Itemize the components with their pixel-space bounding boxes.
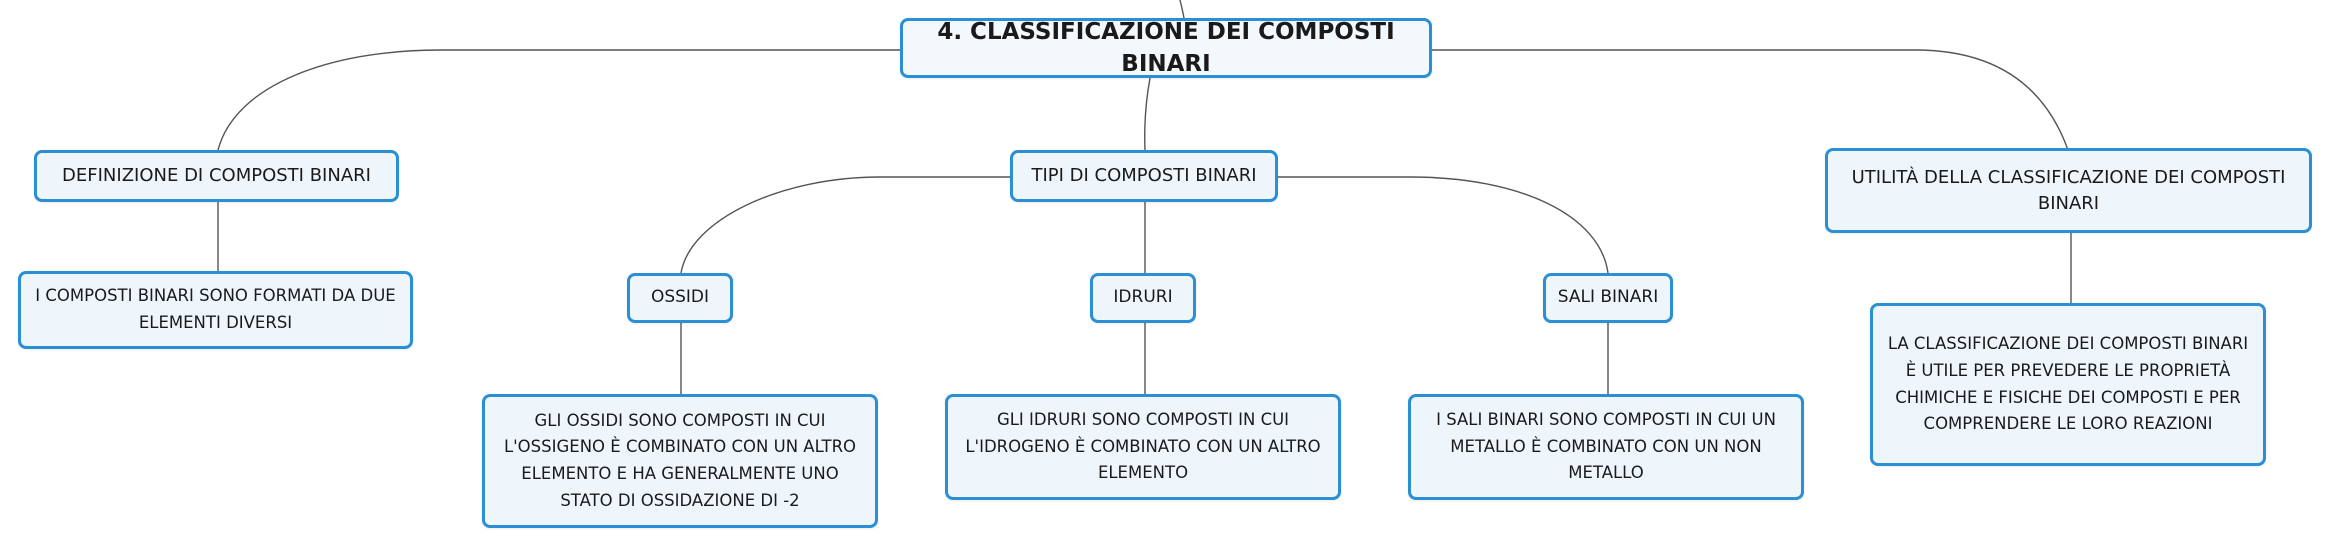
topic-definition-label: DEFINIZIONE DI COMPOSTI BINARI [62,165,371,187]
subtopic-hydrides[interactable]: IDRURI [1090,273,1196,323]
root-topic[interactable]: 4. CLASSIFICAZIONE DEI COMPOSTI BINARI [900,18,1432,78]
definition-text[interactable]: I COMPOSTI BINARI SONO FORMATI DA DUE EL… [18,271,413,349]
oxides-text-label: GLI OSSIDI SONO COMPOSTI IN CUI L'OSSIGE… [503,410,857,510]
topic-utility-label: UTILITÀ DELLA CLASSIFICAZIONE DEI COMPOS… [1851,167,2286,214]
connector-root-utility [1432,49,2069,151]
subtopic-oxides[interactable]: OSSIDI [627,273,733,323]
root-topic-label: 4. CLASSIFICAZIONE DEI COMPOSTI BINARI [937,18,1395,77]
subtopic-salts-label: SALI BINARI [1557,287,1659,308]
topic-utility[interactable]: UTILITÀ DELLA CLASSIFICAZIONE DEI COMPOS… [1825,148,2312,233]
topic-types-label: TIPI DI COMPOSTI BINARI [1031,165,1257,187]
utility-text-label: LA CLASSIFICAZIONE DEI COMPOSTI BINARI È… [1887,334,2249,434]
definition-text-label: I COMPOSTI BINARI SONO FORMATI DA DUE EL… [35,286,396,332]
subtopic-oxides-label: OSSIDI [650,287,710,308]
connector-root-types [1144,77,1151,151]
topic-types[interactable]: TIPI DI COMPOSTI BINARI [1010,150,1278,202]
utility-text[interactable]: LA CLASSIFICAZIONE DEI COMPOSTI BINARI È… [1870,303,2266,466]
connector-types-salts [1278,176,1609,274]
connector-types-oxides [680,176,1010,274]
hydrides-text[interactable]: GLI IDRURI SONO COMPOSTI IN CUI L'IDROGE… [945,394,1341,500]
subtopic-salts[interactable]: SALI BINARI [1543,273,1673,323]
salts-text[interactable]: I SALI BINARI SONO COMPOSTI IN CUI UN ME… [1408,394,1804,500]
topic-definition[interactable]: DEFINIZIONE DI COMPOSTI BINARI [34,150,399,202]
hydrides-text-label: GLI IDRURI SONO COMPOSTI IN CUI L'IDROGE… [965,409,1321,483]
connector-root-definition [217,49,900,151]
oxides-text[interactable]: GLI OSSIDI SONO COMPOSTI IN CUI L'OSSIGE… [482,394,878,528]
salts-text-label: I SALI BINARI SONO COMPOSTI IN CUI UN ME… [1436,409,1776,483]
connector-parent-root [1179,0,1185,19]
subtopic-hydrides-label: IDRURI [1113,287,1173,308]
